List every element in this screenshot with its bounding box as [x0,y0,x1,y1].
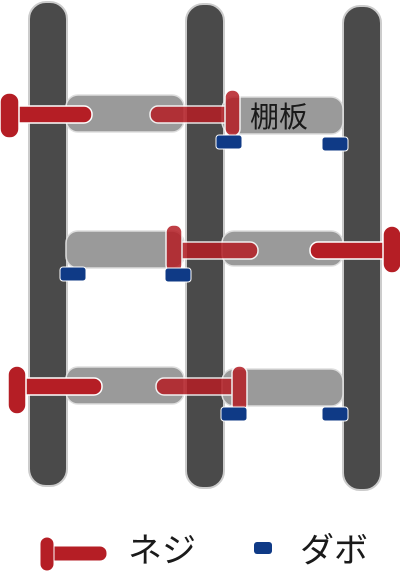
screw [155,365,248,413]
legend-dowel-label: ダボ [300,531,368,571]
dowel [321,406,349,422]
shelf-board-label: 棚板 [250,100,308,134]
screw [165,224,259,273]
screw [7,365,103,415]
legend-dowel-icon [254,542,272,554]
legend-screw-label: ネジ [128,531,196,571]
dowel [321,136,349,152]
legend-screw-icon [39,536,108,572]
screw [149,89,241,137]
dowel [164,267,192,283]
screw [309,225,400,274]
screw [0,92,93,139]
dowel [215,134,243,150]
legend: ネジ ダボ [39,531,368,572]
post-left [28,1,68,487]
dowel [59,266,87,282]
dowel [220,406,248,422]
